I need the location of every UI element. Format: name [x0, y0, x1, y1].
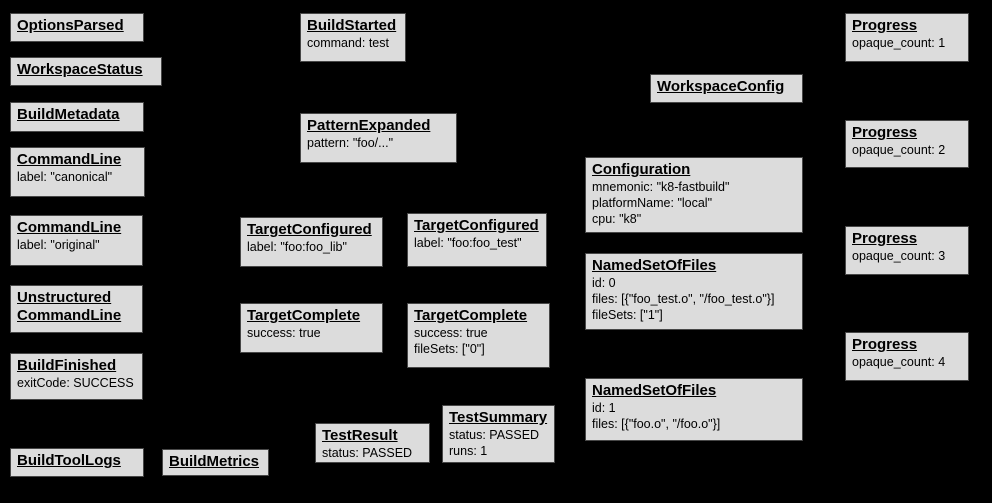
- event-field: label: "foo:foo_test": [414, 236, 522, 250]
- event-field: cpu: "k8": [592, 212, 642, 226]
- event-title: NamedSetOfFiles: [592, 382, 717, 399]
- event-title: TargetConfigured: [247, 221, 372, 238]
- event-field: label: "foo:foo_lib": [247, 240, 347, 254]
- event-title: CommandLine: [17, 219, 122, 236]
- event-title: Progress: [852, 17, 918, 34]
- event-title: BuildStarted: [307, 17, 397, 34]
- event-title: PatternExpanded: [307, 117, 431, 134]
- event-field: platformName: "local": [592, 196, 713, 210]
- event-field: files: [{"foo_test.o", "/foo_test.o"}]: [592, 292, 775, 306]
- event-title: TargetConfigured: [414, 217, 539, 234]
- event-field: files: [{"foo.o", "/foo.o"}]: [592, 417, 721, 431]
- event-box-workspace-config: WorkspaceConfig: [650, 74, 803, 103]
- event-box-target-configured-foo-lib: TargetConfigured label: "foo:foo_lib": [240, 217, 383, 267]
- event-box-build-metrics: BuildMetrics: [162, 449, 269, 476]
- event-box-pattern-expanded: PatternExpanded pattern: "foo/...": [300, 113, 457, 163]
- event-title: NamedSetOfFiles: [592, 257, 717, 274]
- event-box-build-started: BuildStarted command: test: [300, 13, 406, 62]
- event-box-options-parsed: OptionsParsed: [10, 13, 144, 42]
- event-field: id: 1: [592, 401, 616, 415]
- event-field: command: test: [307, 36, 389, 50]
- event-box-progress-1: Progress opaque_count: 1: [845, 13, 969, 62]
- event-title: Progress: [852, 124, 918, 141]
- event-title: BuildFinished: [17, 357, 117, 374]
- event-box-test-result: TestResult status: PASSED: [315, 423, 430, 463]
- event-title: OptionsParsed: [17, 17, 124, 34]
- event-box-named-set-of-files-0: NamedSetOfFiles id: 0 files: [{"foo_test…: [585, 253, 803, 330]
- event-field: pattern: "foo/...": [307, 136, 394, 150]
- event-field: runs: 1: [449, 444, 488, 458]
- event-field: status: PASSED: [449, 428, 540, 442]
- event-field: success: true: [414, 326, 488, 340]
- event-box-command-line-original: CommandLine label: "original": [10, 215, 143, 266]
- event-title: Unstructured CommandLine: [17, 289, 122, 324]
- event-box-progress-3: Progress opaque_count: 3: [845, 226, 969, 275]
- event-box-progress-2: Progress opaque_count: 2: [845, 120, 969, 168]
- event-box-build-metadata: BuildMetadata: [10, 102, 144, 132]
- event-box-build-tool-logs: BuildToolLogs: [10, 448, 144, 477]
- event-title: TargetComplete: [414, 307, 528, 324]
- event-field: opaque_count: 2: [852, 143, 946, 157]
- event-box-build-finished: BuildFinished exitCode: SUCCESS: [10, 353, 143, 400]
- event-title: CommandLine: [17, 151, 122, 168]
- event-field: status: PASSED: [322, 446, 413, 460]
- event-box-target-configured-foo-test: TargetConfigured label: "foo:foo_test": [407, 213, 547, 267]
- event-field: fileSets: ["0"]: [414, 342, 485, 356]
- event-title: BuildMetrics: [169, 453, 260, 470]
- event-field: id: 0: [592, 276, 616, 290]
- event-field: fileSets: ["1"]: [592, 308, 663, 322]
- event-field: opaque_count: 4: [852, 355, 946, 369]
- event-field: opaque_count: 3: [852, 249, 946, 263]
- event-title: TestSummary: [449, 409, 548, 426]
- event-title: Progress: [852, 336, 918, 353]
- event-title: TestResult: [322, 427, 398, 444]
- event-box-command-line-canonical: CommandLine label: "canonical": [10, 147, 145, 197]
- event-title: BuildMetadata: [17, 106, 120, 123]
- event-box-unstructured-command-line: Unstructured CommandLine: [10, 285, 143, 333]
- event-box-target-complete-foo-test: TargetComplete success: true fileSets: […: [407, 303, 550, 368]
- event-title: Configuration: [592, 161, 691, 178]
- event-box-test-summary: TestSummary status: PASSED runs: 1: [442, 405, 555, 463]
- event-box-workspace-status: WorkspaceStatus: [10, 57, 162, 86]
- event-title: Progress: [852, 230, 918, 247]
- event-box-target-complete-foo-lib: TargetComplete success: true: [240, 303, 383, 353]
- event-title: TargetComplete: [247, 307, 361, 324]
- event-field: opaque_count: 1: [852, 36, 946, 50]
- event-box-configuration: Configuration mnemonic: "k8-fastbuild" p…: [585, 157, 803, 233]
- event-box-progress-4: Progress opaque_count: 4: [845, 332, 969, 381]
- event-field: exitCode: SUCCESS: [17, 376, 134, 390]
- event-field: mnemonic: "k8-fastbuild": [592, 180, 730, 194]
- event-field: label: "original": [17, 238, 100, 252]
- event-title: WorkspaceStatus: [17, 61, 143, 78]
- event-box-named-set-of-files-1: NamedSetOfFiles id: 1 files: [{"foo.o", …: [585, 378, 803, 441]
- event-title: BuildToolLogs: [17, 452, 121, 469]
- event-title: WorkspaceConfig: [657, 78, 785, 95]
- event-field: success: true: [247, 326, 321, 340]
- event-field: label: "canonical": [17, 170, 113, 184]
